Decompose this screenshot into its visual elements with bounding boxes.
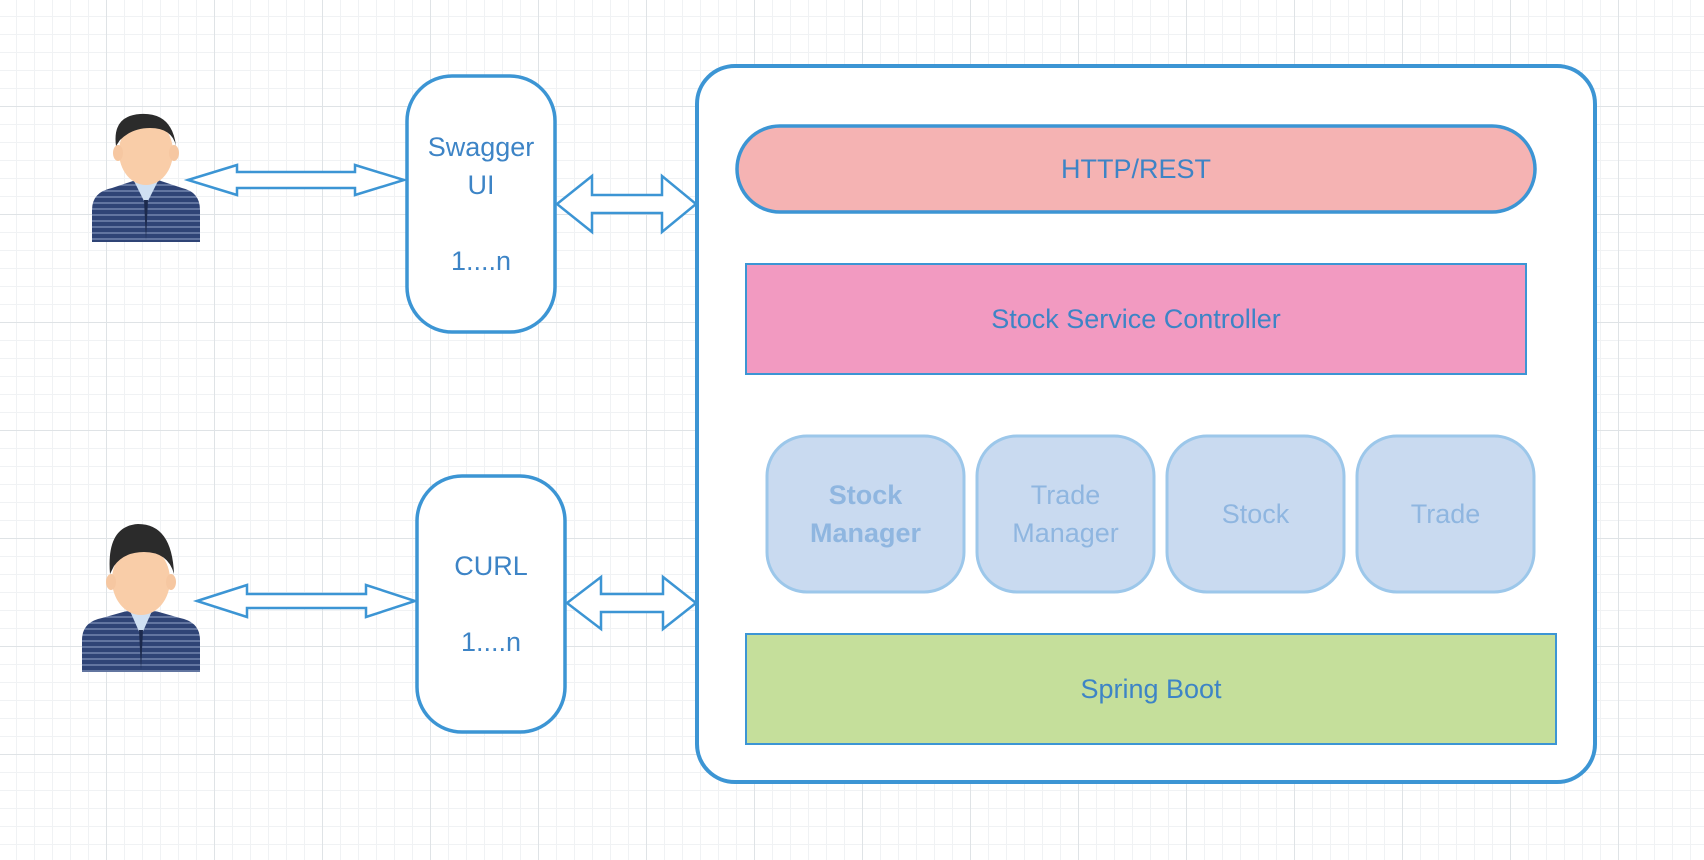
spring-boot-text: Spring Boot <box>1080 674 1222 704</box>
http-rest-text: HTTP/REST <box>1060 154 1211 184</box>
swagger-line2: UI <box>467 170 495 200</box>
user-bottom-person-icon <box>82 524 200 672</box>
stock-manager-line1: Stock <box>828 480 903 510</box>
http-rest-layer[interactable] <box>735 124 1537 214</box>
user-top-person-icon <box>92 113 200 242</box>
trade-manager-component[interactable] <box>975 434 1156 594</box>
stock-label: Stock <box>1167 436 1344 592</box>
user-bottom-to-curl-arrow <box>192 583 420 619</box>
curl-label: CURL 1....n <box>417 476 565 732</box>
http-rest-label: HTTP/REST <box>737 126 1535 212</box>
curl-to-service-arrow <box>564 574 699 632</box>
trade-line1: Trade <box>1410 499 1481 529</box>
curl-count: 1....n <box>460 627 522 657</box>
swagger-ui-label: Swagger UI 1....n <box>407 76 555 332</box>
stock-manager-label: Stock Manager <box>767 436 964 592</box>
swagger-to-service-arrow <box>554 173 698 235</box>
trade-manager-label: Trade Manager <box>977 436 1154 592</box>
trade-component[interactable] <box>1355 434 1536 594</box>
swagger-line1: Swagger <box>427 132 535 162</box>
trade-manager-line1: Trade <box>1030 480 1101 510</box>
controller-label: Stock Service Controller <box>746 264 1526 374</box>
spring-boot-layer[interactable] <box>745 633 1557 745</box>
stock-service-container <box>695 64 1597 784</box>
spring-boot-label: Spring Boot <box>746 634 1556 744</box>
curl-line1: CURL <box>454 551 528 581</box>
user-top-to-swagger-arrow <box>183 163 409 197</box>
stock-component[interactable] <box>1165 434 1346 594</box>
stock-line1: Stock <box>1221 499 1290 529</box>
controller-text: Stock Service Controller <box>991 304 1281 334</box>
swagger-count: 1....n <box>450 246 512 276</box>
stock-manager-component[interactable] <box>765 434 966 594</box>
trade-label: Trade <box>1357 436 1534 592</box>
stock-service-controller-layer[interactable] <box>745 263 1527 375</box>
stock-manager-line2: Manager <box>809 518 922 548</box>
trade-manager-line2: Manager <box>1012 518 1119 548</box>
curl-box[interactable] <box>415 474 567 734</box>
